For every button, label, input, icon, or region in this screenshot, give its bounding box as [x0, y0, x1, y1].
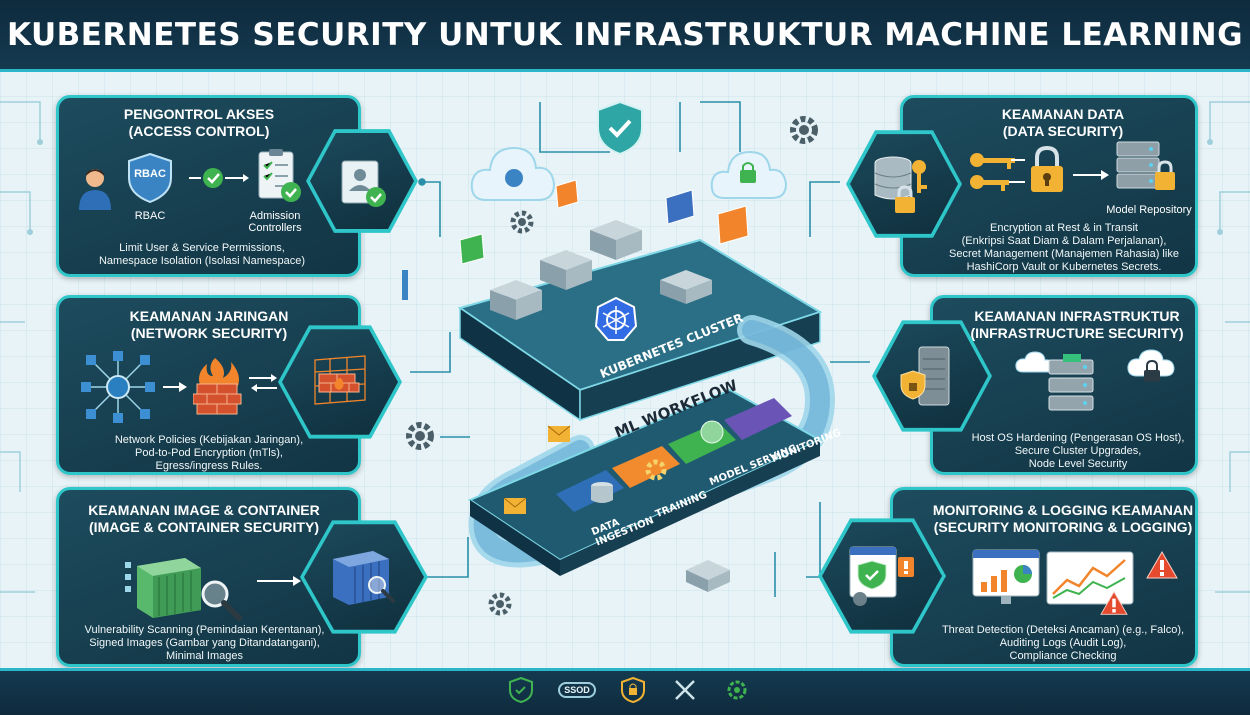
image-desc-3: Minimal Images — [165, 650, 244, 662]
brain-icon — [700, 420, 724, 444]
warning-icon — [1145, 550, 1179, 585]
database-key-icon — [874, 156, 927, 213]
access-desc-2: Namespace Isolation (Isolasi Namespace) — [98, 255, 306, 267]
double-arrow-icon — [249, 372, 279, 399]
cloud-lock-icon — [1125, 346, 1177, 391]
image-desc-2: Signed Images (Gambar yang Ditandatangan… — [89, 637, 320, 649]
network-desc-3: Egress/ingress Rules. — [155, 460, 263, 472]
gear-icon — [510, 210, 534, 234]
small-node-icon — [686, 560, 730, 592]
data-desc-2: (Enkripsi Saat Diam & Dalam Perjalanan), — [961, 235, 1167, 247]
access-subtitle: (ACCESS CONTROL) — [128, 123, 270, 139]
admission-label-line2: Controllers — [248, 222, 302, 234]
access-control-panel: PENGONTROL AKSES (ACCESS CONTROL) RBAC R… — [56, 95, 361, 277]
server-stack-icon — [1043, 354, 1103, 425]
monitoring-title: MONITORING & LOGGING KEAMANAN — [932, 502, 1194, 518]
firewall-shield-icon — [314, 355, 366, 405]
image-desc-1: Vulnerability Scanning (Pemindaian Keren… — [84, 624, 325, 636]
access-desc-1: Limit User & Service Permissions, — [119, 242, 285, 254]
data-desc-4: HashiCorp Vault or Kubernetes Secrets. — [966, 261, 1162, 273]
server-lock-icon — [1113, 138, 1175, 203]
lock-icon — [1027, 144, 1067, 199]
image-hex-frame — [300, 520, 428, 634]
monitor-shield-icon — [849, 546, 914, 606]
scanned-container-icon — [333, 551, 395, 605]
monitoring-desc-3: Compliance Checking — [1009, 650, 1117, 662]
network-desc-2: Pod-to-Pod Encryption (mTls), — [135, 447, 283, 459]
arrow-icon — [257, 574, 303, 593]
monitoring-subtitle: (SECURITY MONITORING & LOGGING) — [933, 519, 1193, 535]
cloud-lock-icon — [710, 150, 788, 199]
email-icon — [547, 425, 571, 442]
line-chart-icon — [1045, 550, 1135, 611]
network-title: KEAMANAN JARINGAN — [129, 308, 289, 324]
circuit-lines — [0, 101, 1250, 597]
wrench-icon — [669, 674, 701, 706]
gear-icon — [406, 422, 434, 450]
infra-hex-frame — [872, 320, 992, 432]
lock-icon — [617, 674, 649, 706]
network-icon — [81, 350, 155, 429]
data-title: KEAMANAN DATA — [1001, 106, 1125, 122]
database-icon — [591, 482, 613, 503]
stage-arrows — [556, 398, 792, 512]
server-nodes — [490, 220, 712, 320]
kubernetes-icon — [594, 296, 638, 341]
center-diagram — [402, 100, 836, 616]
monitoring-desc-2: Auditing Logs (Audit Log), — [999, 637, 1127, 649]
access-title: PENGONTROL AKSES — [123, 106, 275, 122]
arrow-icon — [163, 380, 189, 399]
image-title: KEAMANAN IMAGE & CONTAINER — [88, 502, 320, 518]
shield-icon — [505, 674, 537, 706]
page-title: KUBERNETES SECURITY UNTUK INFRASTRUKTUR … — [6, 16, 1244, 53]
tile-icons — [459, 179, 749, 265]
infra-subtitle: (INFRASTRUCTURE SECURITY) — [970, 325, 1184, 341]
magnifier-icon — [199, 578, 243, 627]
image-subtitle: (IMAGE & CONTAINER SECURITY) — [89, 519, 319, 535]
monitoring-desc-1: Threat Detection (Deteksi Ancaman) (e.g.… — [941, 624, 1185, 636]
network-desc-1: Network Policies (Kebijakan Jaringan), — [114, 434, 304, 446]
user-icon — [77, 166, 113, 215]
cloud-gear-icon — [470, 146, 556, 201]
shield-icon — [597, 100, 643, 156]
email-icon — [503, 497, 527, 514]
dashboard-icon — [971, 546, 1041, 613]
infra-title: KEAMANAN INFRASTRUKTUR — [974, 308, 1180, 324]
rbac-badge-text: RBAC — [134, 168, 166, 180]
gear-icon — [645, 459, 667, 481]
footer-bar — [0, 668, 1250, 715]
ssod-badge: SSOD — [557, 674, 597, 706]
warning-icon — [1099, 590, 1129, 621]
infra-desc-1: Host OS Hardening (Pengerasan OS Host), — [971, 432, 1185, 444]
rbac-shield-icon: RBAC — [127, 152, 173, 209]
data-desc-3: Secret Management (Manajemen Rahasia) li… — [949, 248, 1179, 260]
model-repo-label: Model Repository — [1106, 204, 1192, 216]
server-shield-icon — [900, 346, 950, 406]
footer-icons: SSOD — [505, 674, 753, 706]
gear-icon — [721, 674, 753, 706]
key-icon — [969, 150, 1027, 197]
admission-label: Admission Controllers — [235, 210, 315, 234]
infra-desc-2: Secure Cluster Upgrades, — [1014, 445, 1142, 457]
id-card-icon — [341, 160, 386, 207]
gear-icon — [488, 592, 512, 616]
network-subtitle: (NETWORK SECURITY) — [130, 325, 288, 341]
legend-squares-icon — [125, 562, 139, 597]
data-subtitle: (DATA SECURITY) — [1002, 123, 1124, 139]
ssod-badge-text: SSOD — [558, 682, 596, 698]
checklist-icon — [255, 148, 301, 209]
bar-chart-icon — [402, 270, 408, 300]
arrow-icon — [1073, 168, 1111, 187]
rbac-label: RBAC — [134, 210, 166, 222]
admission-label-line1: Admission — [249, 210, 301, 222]
title-bar: KUBERNETES SECURITY UNTUK INFRASTRUKTUR … — [0, 0, 1250, 72]
firewall-icon — [192, 354, 243, 423]
container-icon — [129, 550, 219, 625]
data-desc-1: Encryption at Rest & in Transit — [990, 222, 1138, 234]
infra-desc-3: Node Level Security — [1028, 458, 1128, 470]
gear-icon — [790, 116, 818, 144]
check-icon — [189, 166, 253, 195]
